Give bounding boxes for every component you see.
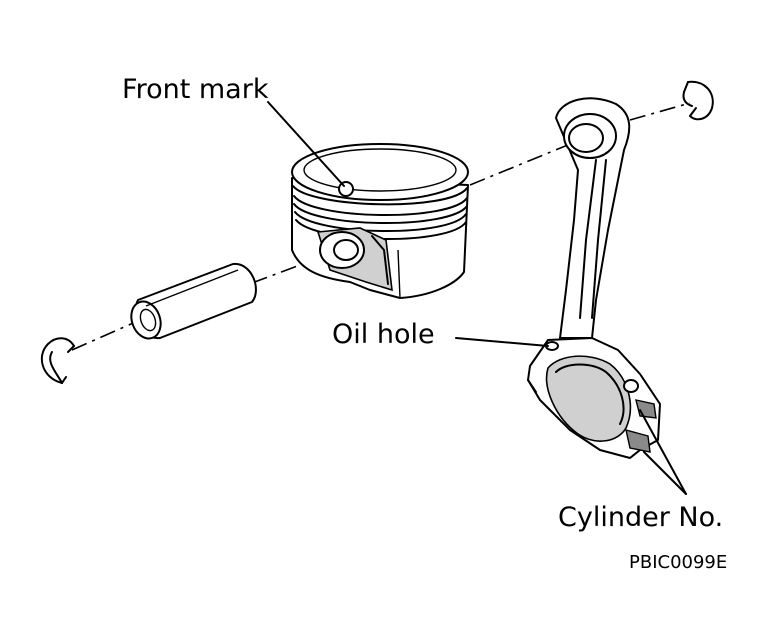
- right-snap-ring: [682, 80, 714, 121]
- connecting-rod: [527, 97, 661, 459]
- leader-lines: [267, 101, 687, 495]
- assembly-centerlines: [71, 102, 691, 351]
- oil-hole-label: Oil hole: [332, 319, 435, 350]
- piston-pin: [130, 262, 257, 340]
- front-mark-label: Front mark: [122, 74, 269, 105]
- piston: [291, 143, 469, 299]
- left-snap-ring: [40, 337, 75, 384]
- cylinder-no-label: Cylinder No.: [558, 502, 723, 533]
- figure-code-label: PBIC0099E: [629, 552, 727, 573]
